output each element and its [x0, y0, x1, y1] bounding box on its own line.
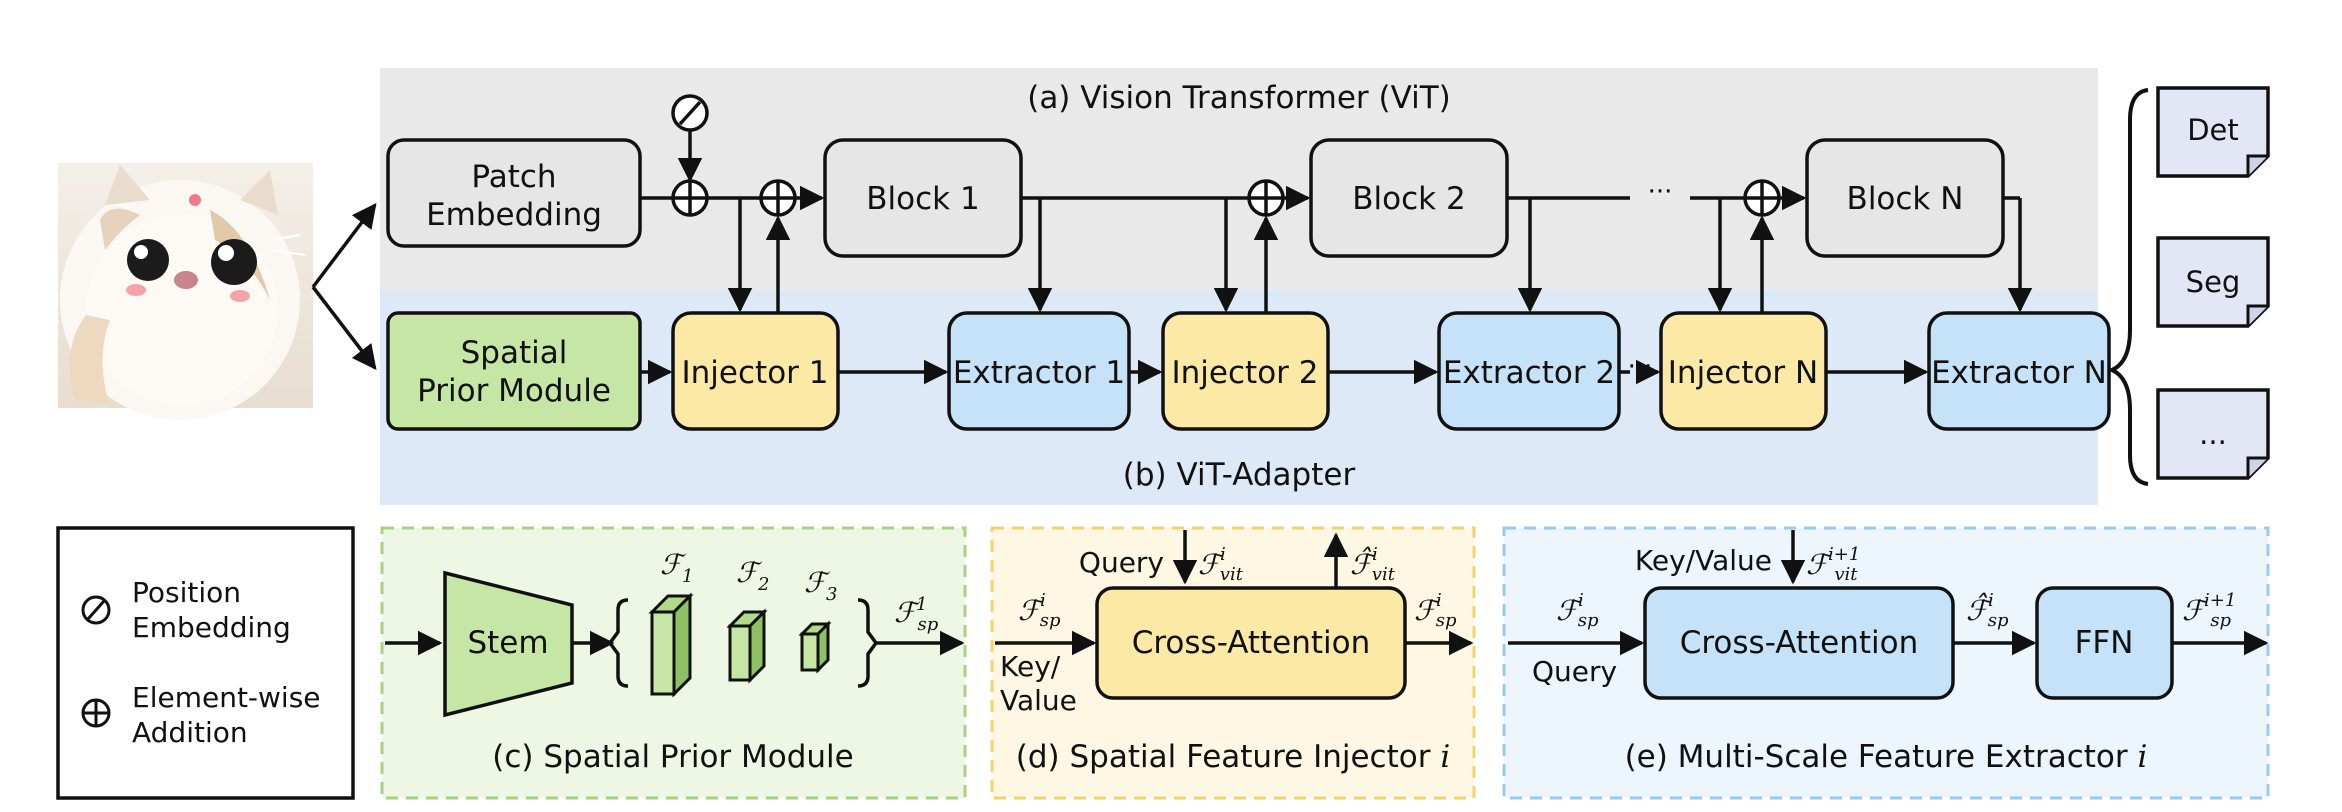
- extractor-2-label: Extractor 2: [1443, 355, 1615, 391]
- injector-n: Injector N: [1659, 311, 1828, 431]
- injector-1-label: Injector 1: [682, 355, 829, 391]
- left-bracket: [607, 598, 629, 688]
- extractor-2: Extractor 2: [1437, 311, 1621, 431]
- legend-addition-icon: [81, 698, 111, 728]
- injector-value-label: Value: [1000, 684, 1077, 717]
- stem-block: Stem: [443, 570, 574, 718]
- panel-e-caption: (e) Multi-Scale Feature Extractor i: [1625, 739, 2148, 775]
- legend-position-label-1: Position: [132, 576, 241, 609]
- injector-2: Injector 2: [1161, 311, 1330, 431]
- injector-2-label: Injector 2: [1172, 355, 1319, 391]
- legend-addition-label-1: Element-wise: [132, 681, 321, 714]
- adapter-title: (b) ViT-Adapter: [1123, 457, 1356, 493]
- extractor-cross-attention-block: Cross-Attention: [1643, 586, 1955, 700]
- image-to-patch-arrow: [311, 203, 377, 289]
- injector-n-label: Injector N: [1668, 355, 1818, 391]
- task-det: Det: [2156, 86, 2270, 178]
- extractor-1-label: Extractor 1: [953, 355, 1125, 391]
- adapter-ellipsis: ···: [1628, 352, 1653, 382]
- ffn-block: FFN: [2035, 586, 2174, 700]
- spatial-prior-module-block: Spatial Prior Module: [386, 311, 642, 431]
- task-more-label: ...: [2199, 417, 2227, 451]
- block-2: Block 2: [1309, 138, 1509, 258]
- task-seg: Seg: [2156, 236, 2270, 328]
- patch-embedding-label-2: Embedding: [426, 197, 602, 233]
- add-node-2: [1247, 179, 1285, 217]
- image-to-spm-arrow: [311, 285, 377, 370]
- stem-label: Stem: [467, 625, 548, 661]
- extractor-1: Extractor 1: [947, 311, 1131, 431]
- output-brace: [2107, 88, 2149, 486]
- vit-ellipsis: ···: [1648, 177, 1673, 207]
- spm-label-2: Prior Module: [417, 373, 611, 409]
- block-n: Block N: [1805, 138, 2005, 258]
- ffn-label: FFN: [2075, 625, 2134, 661]
- legend: Position Embedding Element-wise Addition: [56, 526, 355, 800]
- injector-query-label: Query: [1079, 546, 1164, 579]
- input-image: [58, 163, 313, 420]
- block-n-label: Block N: [1847, 181, 1964, 217]
- legend-position-label-2: Embedding: [132, 611, 291, 644]
- task-det-label: Det: [2187, 113, 2239, 147]
- extractor-n: Extractor N: [1927, 311, 2111, 431]
- injector-key-label: Key/: [1000, 650, 1061, 683]
- block-1-label: Block 1: [866, 181, 979, 217]
- feature-cuboid-f1: [648, 592, 694, 698]
- patch-embedding-label-1: Patch: [471, 159, 556, 195]
- add-node-1: [759, 179, 797, 217]
- legend-addition-label-2: Addition: [132, 716, 248, 749]
- extractor-keyvalue-label: Key/Value: [1635, 544, 1772, 577]
- vit-title: (a) Vision Transformer (ViT): [1027, 80, 1451, 116]
- task-seg-label: Seg: [2186, 265, 2241, 299]
- panel-c-caption: (c) Spatial Prior Module: [492, 739, 853, 775]
- injector-1: Injector 1: [671, 311, 840, 431]
- spm-label-1: Spatial: [461, 335, 568, 371]
- injector-cross-attention-block: Cross-Attention: [1095, 586, 1407, 700]
- injector-cross-attention-label: Cross-Attention: [1132, 625, 1371, 661]
- feature-cuboid-f2: [726, 608, 768, 684]
- extractor-query-label: Query: [1532, 655, 1617, 688]
- block-2-label: Block 2: [1352, 181, 1465, 217]
- task-more: ...: [2156, 388, 2270, 480]
- add-node-0: [671, 179, 709, 217]
- add-node-n: [1743, 179, 1781, 217]
- position-embedding-icon: [671, 94, 709, 132]
- extractor-cross-attention-label: Cross-Attention: [1680, 625, 1919, 661]
- block-1: Block 1: [823, 138, 1023, 258]
- patch-embedding-block: Patch Embedding: [386, 138, 642, 248]
- feature-cuboid-f3: [798, 620, 832, 674]
- panel-d-caption: (d) Spatial Feature Injector i: [1016, 739, 1450, 775]
- extractor-n-label: Extractor N: [1931, 355, 2107, 391]
- legend-position-icon: [81, 595, 111, 625]
